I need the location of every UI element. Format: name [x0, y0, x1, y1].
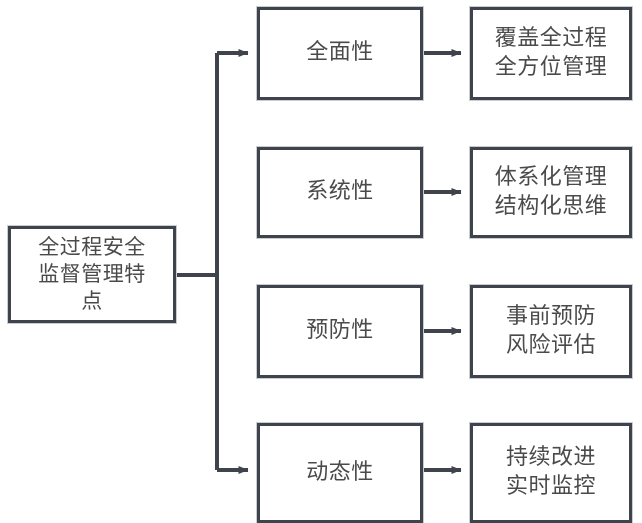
node-characteristic-2[interactable]: 系统性 [256, 146, 424, 239]
node-detail-2[interactable]: 体系化管理 结构化思维 [469, 146, 633, 239]
node-characteristic-2-label: 系统性 [306, 179, 374, 205]
node-detail-1-label: 覆盖全过程 全方位管理 [494, 25, 608, 80]
node-detail-4[interactable]: 持续改进 实时监控 [469, 422, 633, 523]
node-detail-1[interactable]: 覆盖全过程 全方位管理 [469, 6, 633, 101]
node-characteristic-4-label: 动态性 [306, 459, 374, 485]
node-root[interactable]: 全过程安全 监督管理特 点 [7, 225, 177, 324]
node-detail-4-label: 持续改进 实时监控 [505, 445, 596, 499]
node-detail-3-label: 事前预防 风险评估 [505, 303, 596, 358]
node-characteristic-1[interactable]: 全面性 [256, 6, 424, 101]
node-characteristic-3[interactable]: 预防性 [256, 284, 424, 379]
node-root-label: 全过程安全 监督管理特 点 [38, 234, 146, 314]
node-characteristic-4[interactable]: 动态性 [256, 422, 424, 523]
node-characteristic-1-label: 全面性 [306, 40, 374, 66]
node-detail-2-label: 体系化管理 结构化思维 [494, 164, 608, 219]
node-detail-3[interactable]: 事前预防 风险评估 [469, 284, 633, 379]
node-characteristic-3-label: 预防性 [306, 318, 374, 344]
